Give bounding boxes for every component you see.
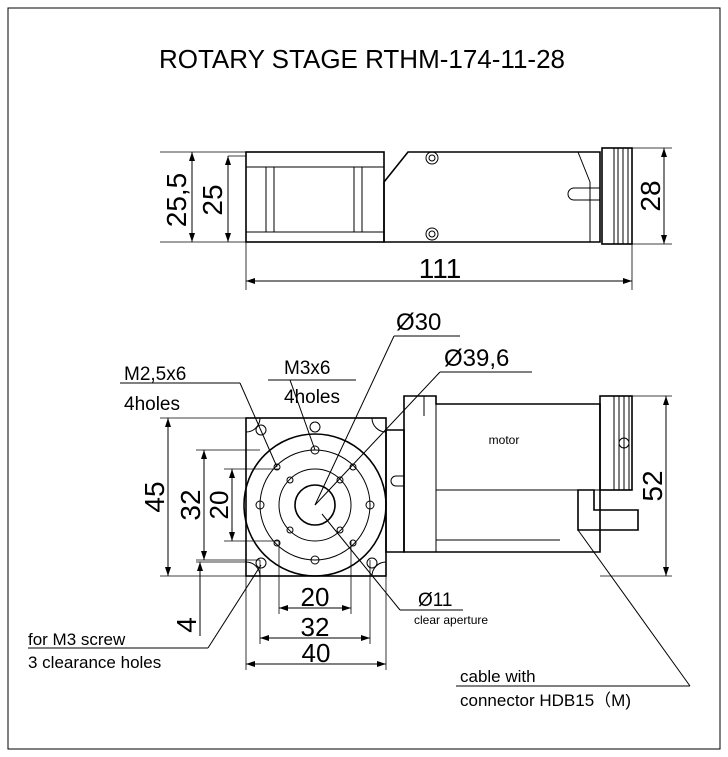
cable-note-line-1: cable with	[460, 667, 536, 686]
corner-hole	[255, 557, 267, 569]
label-m2-5x6-holes: 4holes	[124, 394, 180, 415]
clear-aperture-note: clear aperture	[414, 613, 488, 627]
screw-note-line-1: for M3 screw	[28, 630, 126, 649]
clear-aperture-d11	[294, 484, 336, 526]
dim-25: 25	[197, 184, 228, 215]
dim-111: 111	[419, 253, 462, 284]
label-m2-5x6: M2,5x6	[124, 364, 186, 385]
label-m3x6-holes: 4holes	[284, 387, 340, 408]
dim-d39-6: Ø39,6	[444, 345, 509, 372]
dim-32-horizontal: 32	[301, 612, 330, 642]
side-base-block	[245, 151, 385, 243]
dim-32-vertical: 32	[175, 489, 206, 520]
bolt-circle-d20	[278, 468, 352, 542]
side-screw-bottom	[425, 227, 439, 241]
drawing-frame	[7, 7, 721, 750]
cable-note-line-2: connector HDB15（M)	[460, 691, 631, 710]
top-hole	[309, 421, 321, 433]
corner-hole	[255, 424, 267, 436]
side-motor-body	[383, 151, 601, 243]
side-view: 25,5 25 111 28	[160, 147, 672, 290]
dim-28: 28	[635, 180, 666, 211]
connector-bracket	[577, 489, 639, 531]
front-motor-body	[403, 395, 601, 553]
front-knob	[599, 395, 633, 491]
drawing-title: ROTARY STAGE RTHM-174-11-28	[159, 44, 565, 74]
front-base-plate	[245, 417, 387, 577]
dim-d30: Ø30	[396, 309, 441, 336]
label-m3x6: M3x6	[284, 358, 330, 379]
dim-45: 45	[139, 481, 170, 512]
dim-4: 4	[171, 617, 202, 633]
dim-20-horizontal: 20	[301, 582, 330, 612]
side-screw-top	[425, 151, 439, 165]
screw-note-line-2: 3 clearance holes	[28, 653, 161, 672]
side-knob	[601, 147, 633, 245]
dim-25-5: 25,5	[161, 173, 192, 228]
front-view: motor 45 32 20 4 52	[28, 309, 691, 710]
motor-label: motor	[489, 433, 520, 447]
dim-d11: Ø11	[418, 590, 453, 611]
dim-40: 40	[302, 638, 331, 668]
dim-52: 52	[637, 470, 668, 501]
dim-20-vertical: 20	[204, 491, 234, 520]
side-shaft	[567, 187, 600, 201]
corner-hole	[366, 557, 378, 569]
